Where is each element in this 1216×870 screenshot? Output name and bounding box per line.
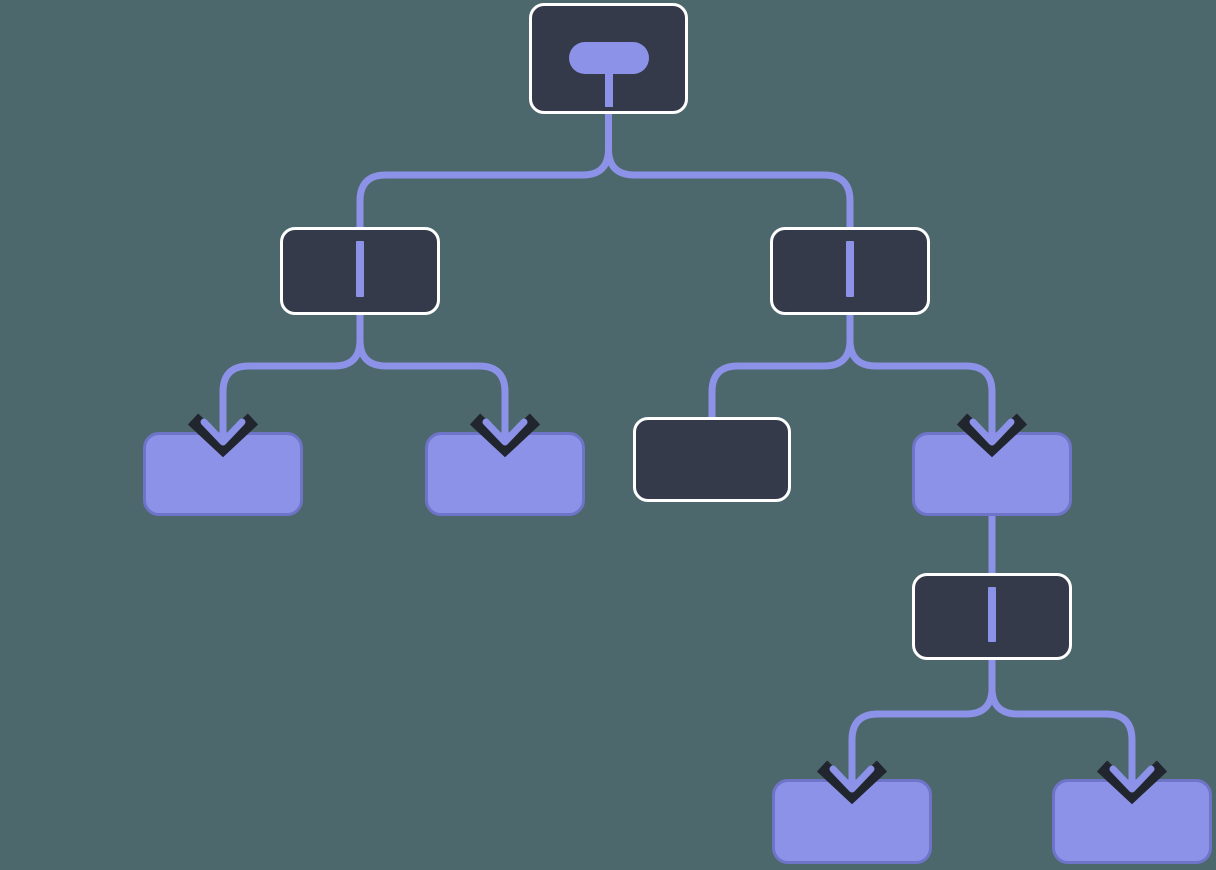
node-plain-right[interactable] (633, 417, 791, 502)
chevron-dark-icon (816, 760, 888, 805)
edge-group (219, 114, 1136, 789)
chevron-dark-icon (187, 413, 259, 458)
chevron-dark-icon (1096, 760, 1168, 805)
edge-split-bottom-to-leaf-2 (988, 660, 1136, 789)
node-split-left[interactable] (280, 227, 440, 315)
arrow-down-icon (1109, 765, 1155, 793)
root-trunk-stem (604, 73, 613, 107)
root-trunk-icon (568, 42, 649, 74)
arrow-down-icon (829, 765, 875, 793)
pass-through-icon (988, 587, 996, 642)
edge-split-right-to-leaf (846, 315, 996, 442)
node-root[interactable] (529, 3, 688, 114)
pass-through-icon (356, 241, 364, 297)
node-split-bottom[interactable] (912, 573, 1072, 660)
chevron-dark-icon (469, 413, 541, 458)
chevron-dark-icon (956, 413, 1028, 458)
arrowhead-group (200, 418, 1155, 793)
pass-through-icon (846, 241, 854, 297)
chevron-group (187, 413, 1168, 805)
node-split-right[interactable] (770, 227, 930, 315)
edge-root-to-split-left (356, 114, 612, 227)
edge-split-left-to-leaf-2 (356, 315, 509, 442)
arrow-down-icon (969, 418, 1015, 446)
edge-root-to-split-right (605, 114, 854, 227)
arrow-down-icon (200, 418, 246, 446)
edge-split-right-to-plain (708, 315, 854, 417)
arrow-down-icon (482, 418, 528, 446)
